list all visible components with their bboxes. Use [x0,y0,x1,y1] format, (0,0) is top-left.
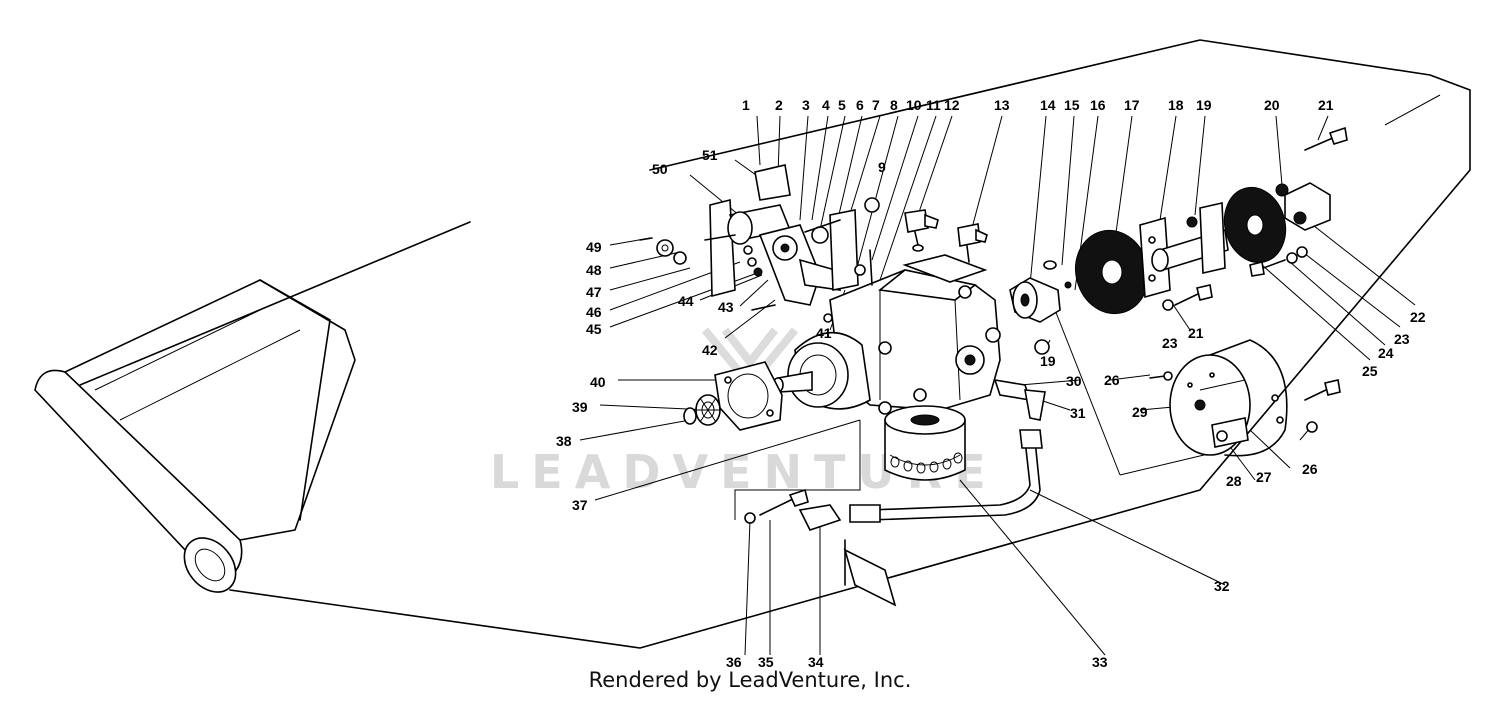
callout-11: 11 [926,97,941,113]
bracket [843,548,897,607]
callout-27: 27 [1256,469,1272,485]
leader-lines [579,115,1416,656]
oil-line [798,378,1046,531]
callout-49: 49 [586,239,602,255]
callout-26: 26 [1104,372,1120,388]
callout-50: 50 [652,161,668,177]
callout-1: 1 [742,97,750,113]
callout-6: 6 [856,97,864,113]
callout-3: 3 [802,97,810,113]
fan-20 [1223,186,1287,264]
callout-39: 39 [572,399,588,415]
callout-18: 18 [1168,97,1184,113]
bolts-right [1034,126,1348,355]
callout-44: 44 [678,293,694,309]
callout-35: 35 [758,654,774,670]
callout-29: 29 [1132,404,1148,420]
callout-45: 45 [586,321,602,337]
oil-filter [884,405,966,481]
callout-48: 48 [586,262,602,278]
callout-32: 32 [1214,578,1230,594]
callout-33: 33 [1092,654,1108,670]
callout-28: 28 [1226,473,1242,489]
callout-46: 46 [586,304,602,320]
callout-31: 31 [1070,405,1086,421]
callout-2: 2 [775,97,783,113]
callout-21b: 21 [1188,325,1204,341]
callout-26b: 26 [1302,461,1318,477]
washer-36 [744,512,756,524]
housing-22 [1275,182,1331,231]
callout-37: 37 [572,497,588,513]
gear-39 [695,394,721,426]
gasket-40 [714,361,783,431]
deck-outline [34,39,1471,649]
callout-40: 40 [590,374,606,390]
pump-assembly [772,254,1001,415]
callout-7: 7 [872,97,880,113]
callout-15: 15 [1064,97,1080,113]
fitting-13 [957,223,988,263]
callout-42: 42 [702,342,718,358]
callout-13: 13 [994,97,1010,113]
callout-47: 47 [586,284,602,300]
fastener-bolt-35 [759,488,809,516]
credit-text: Rendered by LeadVenture, Inc. [588,668,912,692]
coupling-14 [1009,277,1061,323]
callout-14: 14 [1040,97,1056,113]
callout-21: 21 [1318,97,1334,113]
fitting-12 [904,209,939,252]
callout-labels: 1 2 3 4 5 6 7 8 10 11 12 13 14 15 16 17 … [556,97,1426,670]
callout-16: 16 [1090,97,1106,113]
belt-guard-27 [1149,339,1341,457]
small-parts-left [639,234,833,323]
callout-30: 30 [1066,373,1082,389]
callout-5: 5 [838,97,846,113]
callout-19: 19 [1196,97,1212,113]
setscrew-16 [1064,281,1072,289]
callout-12: 12 [944,97,960,113]
callout-4: 4 [822,97,830,113]
ring-38 [683,407,697,425]
callout-51: 51 [702,147,718,163]
callout-23b: 23 [1162,335,1178,351]
callout-20: 20 [1264,97,1280,113]
callout-43: 43 [718,299,734,315]
callout-24: 24 [1378,345,1394,361]
callout-23: 23 [1394,331,1410,347]
callout-17: 17 [1124,97,1140,113]
callout-34: 34 [808,654,824,670]
callout-25: 25 [1362,363,1378,379]
fan-17 [1075,229,1149,315]
callout-41: 41 [816,325,832,341]
nut-19 [1186,216,1198,228]
shaft-18 [1139,202,1229,299]
callout-9: 9 [878,159,886,175]
callout-19b: 19 [1040,353,1056,369]
callout-36: 36 [726,654,742,670]
control-linkage [709,164,880,306]
callout-38: 38 [556,433,572,449]
key-15 [1043,260,1057,270]
callout-10: 10 [906,97,922,113]
callout-8: 8 [890,97,898,113]
callout-22: 22 [1410,309,1426,325]
